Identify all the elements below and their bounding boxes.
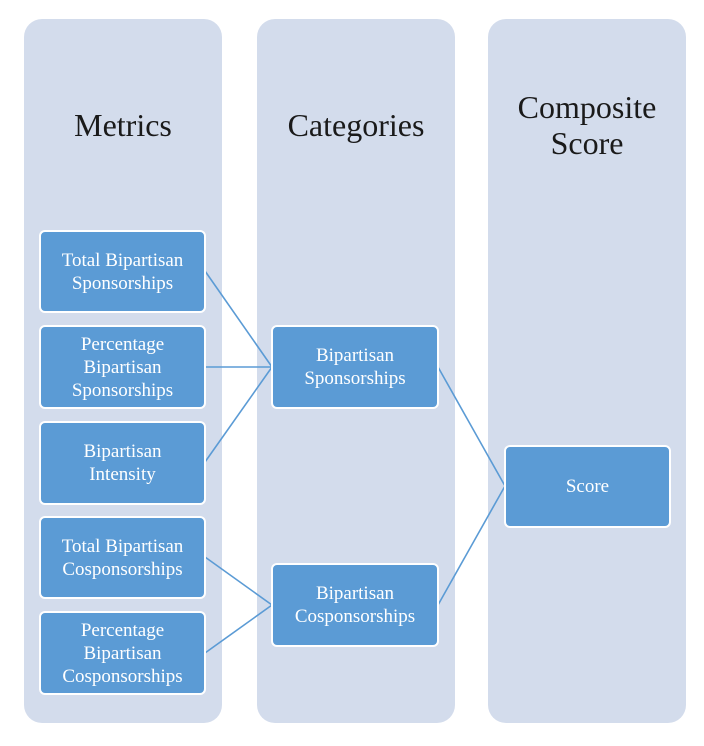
composite-score-column: Composite Score — [488, 19, 686, 723]
metric-bipartisan-intensity: Bipartisan Intensity — [39, 421, 206, 505]
category-bipartisan-sponsorships: Bipartisan Sponsorships — [271, 325, 439, 409]
metric-percentage-bipartisan-sponsorships: Percentage Bipartisan Sponsorships — [39, 325, 206, 409]
categories-column-title: Categories — [287, 107, 425, 143]
composite-score-column-title: Composite Score — [517, 89, 657, 161]
composite-score-node: Score — [504, 445, 671, 528]
metric-percentage-bipartisan-cosponsorships: Percentage Bipartisan Cosponsorships — [39, 611, 206, 695]
metric-total-bipartisan-sponsorships: Total Bipartisan Sponsorships — [39, 230, 206, 313]
category-bipartisan-cosponsorships: Bipartisan Cosponsorships — [271, 563, 439, 647]
metric-total-bipartisan-cosponsorships: Total Bipartisan Cosponsorships — [39, 516, 206, 599]
metrics-column-title: Metrics — [74, 107, 172, 143]
